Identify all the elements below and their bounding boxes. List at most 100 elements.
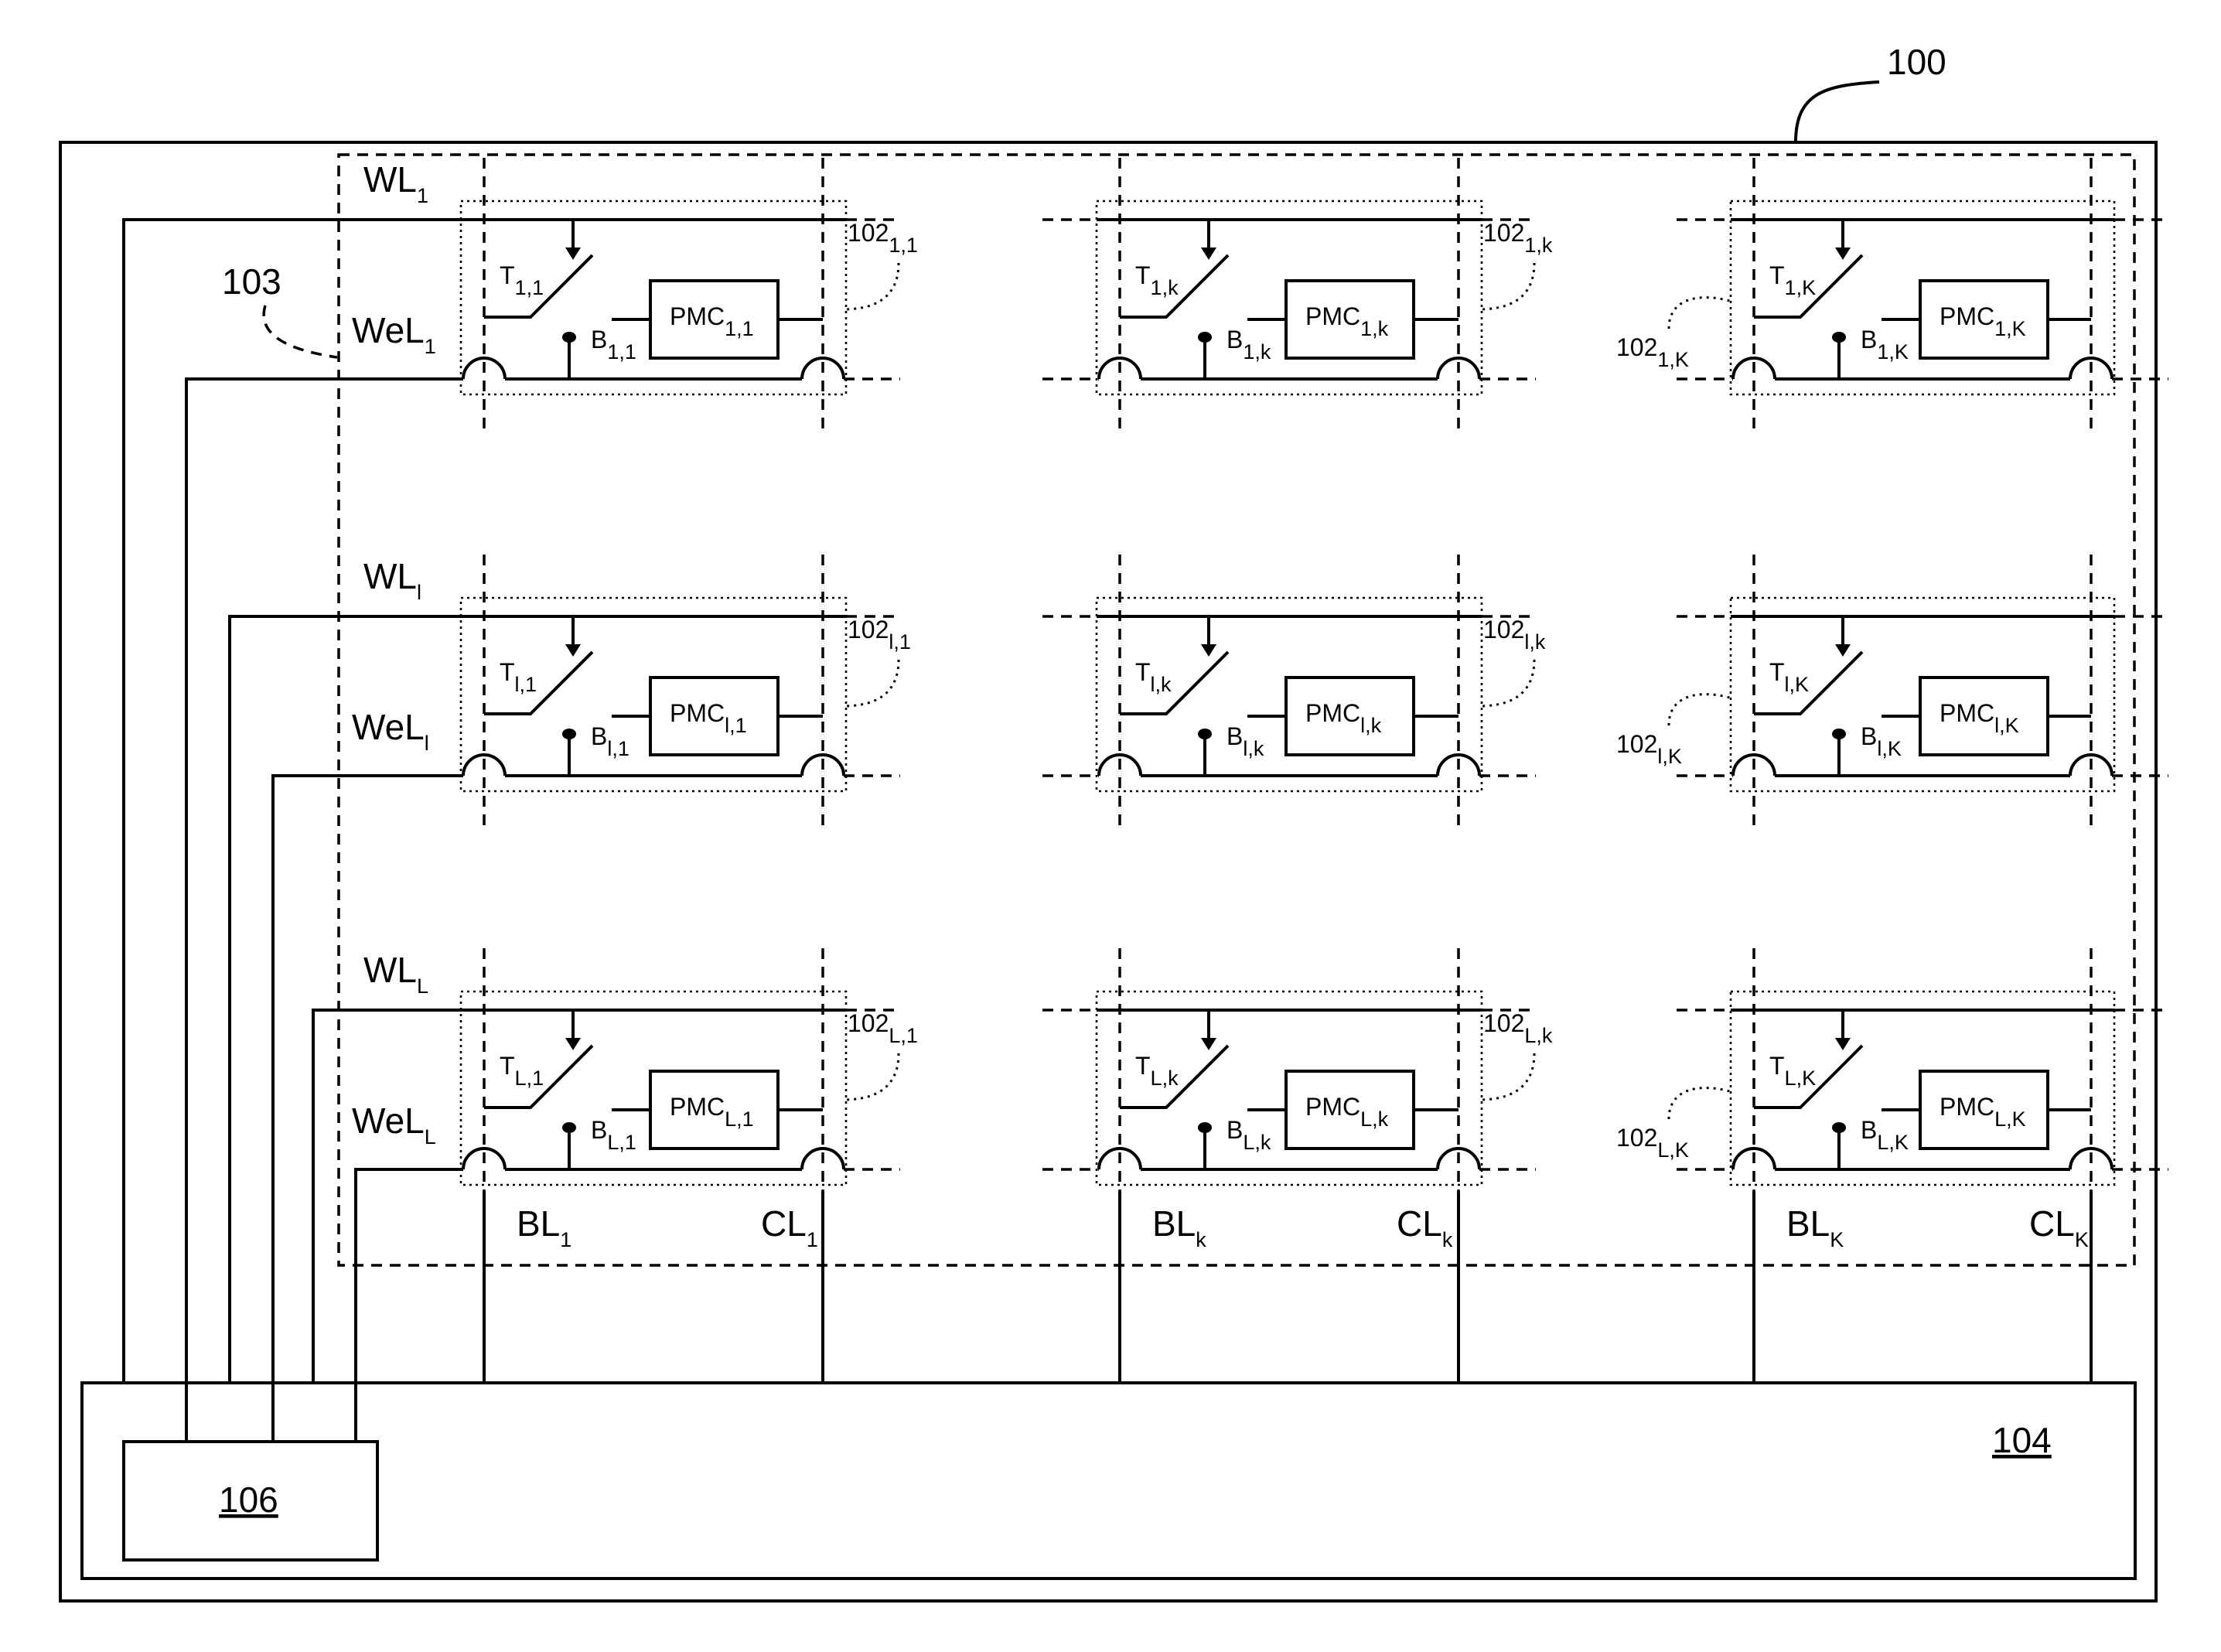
gate-arrow-icon [1835,1038,1851,1050]
bit-line-label-ck-subscript: k [1196,1228,1206,1251]
bit-line-label-c1: BL1 [517,1203,571,1251]
transistor-label-subscript: l,1 [515,673,537,696]
body-label-main: B [1861,722,1877,750]
body-label-subscript: L,k [1243,1131,1271,1154]
cell-ref-label-subscript: L,1 [889,1024,918,1047]
pmc-label: PMC1,1 [670,302,754,340]
cell-ref-leader [1669,298,1732,329]
pmc-label-subscript: l,k [1360,714,1382,737]
transistor-label-subscript: l,K [1785,673,1810,696]
transistor-label-subscript: L,K [1785,1067,1817,1090]
transistor-label-main: T [1135,1052,1151,1080]
body-label-main: B [1861,326,1877,353]
body-label-subscript: L,K [1877,1131,1909,1154]
body-label-main: B [1226,326,1243,353]
body-label: BL,1 [591,1116,636,1154]
body-label-main: B [1226,1116,1243,1144]
body-label-subscript: l,k [1243,737,1264,760]
column-line-labels: BL1CL1BLkCLkBLKCLK [517,1203,2089,1251]
word-line-feed-r1 [124,220,484,1384]
cell-ref-leader [1669,1088,1732,1119]
gate-arrow-icon [1201,247,1216,260]
transistor-label: TL,1 [500,1052,544,1090]
memory-cell-rl-cK: Tl,KBl,KPMCl,K102l,K [1616,555,2168,830]
sub-unit-label: 106 [219,1480,278,1520]
cell-ref-label-main: 102 [1616,333,1657,361]
body-label: Bl,K [1861,722,1902,760]
cell-ref-leader [1669,695,1732,725]
well-line-label-rl-main: WeL [352,707,425,747]
cell-ref-label-main: 102 [848,219,889,247]
cell-ref-label: 102L,1 [848,1009,918,1047]
cell-ref-label: 1021,1 [848,219,918,257]
well-line-label-r1-subscript: 1 [425,335,436,358]
transistor-label: Tl,K [1769,658,1809,696]
array-leader [264,305,337,357]
cell-ref-label-subscript: l,k [1524,630,1546,654]
transistor-label: TL,K [1769,1052,1816,1090]
bit-line-label-cK: BLK [1786,1203,1844,1251]
pmc-label-main: PMC [1940,699,1994,727]
cell-ref-leader [1479,660,1534,706]
transistor-label-subscript: 1,k [1151,276,1179,299]
body-label: B1,K [1861,326,1909,364]
pmc-label: PMCL,1 [670,1093,754,1131]
memory-cell-r1-cK: T1,KB1,KPMC1,K1021,K [1616,158,2168,433]
transistor-label-main: T [500,261,515,289]
word-line-label-rL-main: WL [363,950,417,990]
well-line-label-r1: WeL1 [352,310,436,358]
memory-cell-rL-ck: TL,kBL,kPMCL,k102L,k [1042,948,1553,1224]
pmc-label-subscript: L,k [1360,1108,1389,1131]
body-label-subscript: L,1 [607,1131,636,1154]
body-label: BL,k [1226,1116,1271,1154]
cell-ref-label: 102L,k [1483,1009,1553,1047]
bit-line-label-c1-subscript: 1 [560,1228,571,1251]
gate-arrow-icon [1835,247,1851,260]
cell-ref-label-main: 102 [1483,219,1524,247]
body-label-subscript: 1,k [1243,340,1271,364]
body-contact-icon [1832,1122,1846,1133]
pmc-label-main: PMC [1940,1093,1994,1121]
word-line-label-rL: WLL [363,950,428,998]
pmc-label-subscript: 1,k [1360,317,1389,340]
cell-ref-label-subscript: L,k [1524,1024,1553,1047]
body-contact-icon [1832,332,1846,343]
cell-array: T1,1B1,1PMC1,11021,1T1,kB1,kPMC1,k1021,k… [407,158,2168,1224]
pmc-label-main: PMC [1305,699,1360,727]
body-label-subscript: 1,1 [607,340,636,364]
transistor-label-main: T [1769,658,1785,686]
cell-ref-label-subscript: l,1 [889,630,911,654]
cell-ref-leader [843,1053,899,1100]
word-line-label-rL-subscript: L [417,974,428,998]
body-label: BL,K [1861,1116,1909,1154]
body-label-subscript: l,K [1877,737,1902,760]
body-label: Bl,1 [591,722,629,760]
transistor-label-subscript: 1,1 [515,276,544,299]
transistor-label-main: T [1769,261,1785,289]
cell-ref-label: 1021,k [1483,219,1553,257]
transistor-label: T1,1 [500,261,544,299]
body-label-main: B [591,326,607,353]
cell-ref-label: 102l,K [1616,730,1682,768]
well-line-label-r1-main: WeL [352,310,425,350]
well-line-feed-r1 [186,379,463,1442]
cell-ref-leader [1479,1053,1534,1100]
cell-line-label-c1-subscript: 1 [807,1228,818,1251]
transistor-label-main: T [500,658,515,686]
transistor-label: Tl,1 [500,658,537,696]
wiring [124,220,2091,1442]
cell-ref-label-main: 102 [848,1009,889,1037]
pmc-label: PMCl,K [1940,699,2019,737]
cell-ref-label: 102l,1 [848,616,911,654]
cell-ref-label-main: 102 [1616,730,1657,758]
gate-arrow-icon [565,644,581,657]
cell-line-label-cK: CLK [2029,1203,2089,1251]
pmc-label: PMCL,K [1940,1093,2026,1131]
cell-line-label-c1: CL1 [761,1203,818,1251]
pmc-label-subscript: L,K [1994,1108,2026,1131]
well-line-label-rl-subscript: l [425,732,429,755]
bit-line-label-ck: BLk [1152,1203,1206,1251]
word-line-label-rl-main: WL [363,556,417,596]
control-unit-box [82,1383,2135,1579]
row-line-labels: WL1WeL1WLlWeLlWLLWeLL [352,159,436,1149]
